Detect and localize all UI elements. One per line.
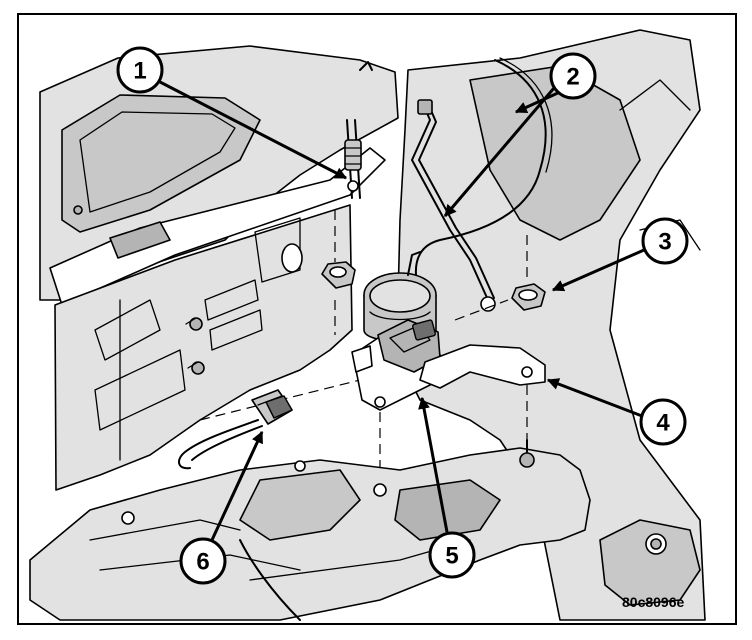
leader-5 [418,396,449,533]
figure-border [17,13,737,625]
callout-1-label: 1 [133,58,146,85]
leader-2a [443,87,556,217]
callout-3: 3 [641,217,689,265]
lower-frame-rail [29,439,701,621]
figure-id: 80c8096e [622,594,685,610]
leader-1 [159,80,348,180]
vacuum-hose-connector [344,61,373,199]
vacuum-line-bracket-rod [411,99,496,312]
right-nut [511,283,546,311]
callout-5-label: 5 [445,543,458,570]
leader-6 [210,430,264,541]
callout-leaders [159,80,645,541]
callout-2-label: 2 [566,64,579,91]
callout-6: 6 [179,537,227,585]
leader-3 [551,248,645,292]
callout-2: 2 [549,52,597,100]
callout-6-label: 6 [196,549,209,576]
callout-4: 4 [639,398,687,446]
left-nut [321,261,356,289]
firewall-panel [39,29,706,621]
leader-2b [514,90,561,114]
leader-4 [546,378,643,418]
callout-1: 1 [116,46,164,94]
callout-4-label: 4 [656,410,670,437]
wiring-connector [178,389,293,470]
callout-3-label: 3 [658,229,671,256]
vacuum-actuator [351,251,546,411]
callout-5: 5 [428,531,476,579]
